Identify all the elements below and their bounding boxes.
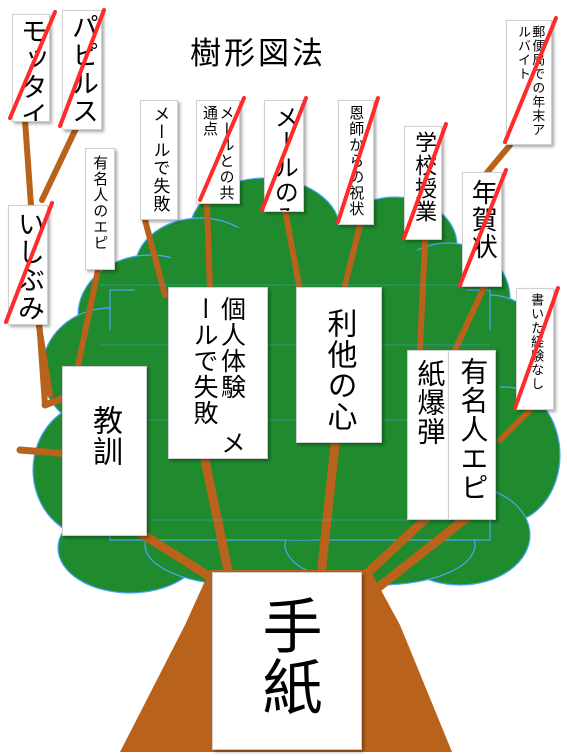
sub-card-ishibumi: いしぶみ bbox=[8, 205, 48, 325]
sub-card-mailnomi: メールのみ bbox=[264, 100, 304, 212]
main-card-kyokun: 教訓 bbox=[62, 366, 147, 536]
sub-card-yuubinkyoku: 郵便局での年末アルバイト bbox=[506, 20, 552, 145]
page-title: 樹形図法 bbox=[190, 36, 326, 72]
sub-card-mottai: モッタイ bbox=[12, 14, 50, 122]
sub-card-onshi: 恩師からの祝状 bbox=[338, 100, 374, 225]
sub-card-mail-shippai: メールで失敗 bbox=[140, 100, 178, 220]
sub-card-gakkou: 学校授業 bbox=[404, 126, 442, 240]
sub-card-papirusu: パピルス bbox=[62, 10, 102, 130]
main-card-shibaku: 紙爆弾 bbox=[407, 350, 451, 520]
sub-card-kaita: 書いた経験なし bbox=[516, 288, 554, 410]
main-card-kojin: 個人体験 メールで失敗 bbox=[168, 287, 268, 459]
root-card: 手紙 bbox=[212, 572, 362, 750]
main-card-yumei: 有名人エピ bbox=[448, 350, 496, 520]
sub-card-kyoutsuu: メールとの共通点 bbox=[196, 100, 240, 204]
root-text: 手紙 bbox=[252, 595, 322, 717]
main-card-rita: 利他の心 bbox=[296, 287, 382, 443]
sub-card-yumei-small: 有名人のエピ bbox=[85, 148, 115, 270]
sub-card-nengajou: 年賀状 bbox=[462, 172, 502, 287]
